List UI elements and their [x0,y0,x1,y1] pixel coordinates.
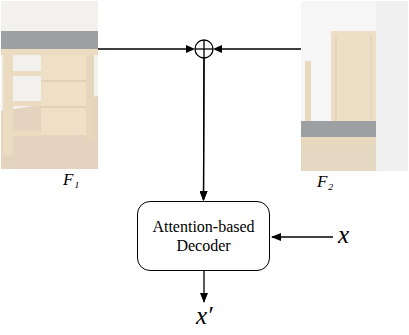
feature-label: F₂ [317,172,333,192]
box-label: Attention-based Decoder [146,217,261,255]
feature-image: F₂ [301,1,408,171]
arrowhead [186,45,195,53]
photo-illustration [1,1,98,169]
feature-image: F₁ [1,1,98,169]
input-arrow [272,236,333,237]
oplus-symbol [195,40,213,58]
arrowhead [213,45,222,53]
signal-label: x′ [196,303,213,328]
feature-label: F₁ [63,170,79,190]
output-arrow [203,271,204,302]
photo-illustration [301,1,408,171]
connector-arrow [204,49,302,200]
process-box: Attention-based Decoder [137,201,270,271]
signal-label: x [338,222,349,247]
connector-arrow [98,49,204,200]
